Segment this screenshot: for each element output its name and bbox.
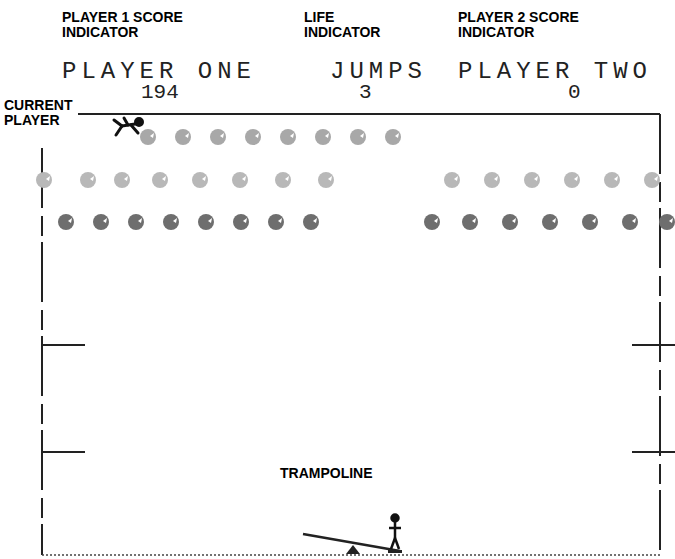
score-value: 0 [568, 82, 581, 103]
balloon-row [36, 172, 660, 188]
annotation-label: PLAYER 2 SCORE INDICATOR [458, 10, 608, 41]
trampoline [303, 534, 402, 554]
ledge [42, 344, 85, 346]
balloon-row [140, 129, 401, 145]
annotation-label: LIFE INDICATOR [304, 10, 404, 41]
floor [42, 554, 660, 556]
balloon-row [58, 214, 675, 230]
top-wall [42, 113, 660, 115]
acrobat-standing [389, 515, 401, 550]
left-wall [41, 148, 43, 555]
ledge [632, 451, 675, 453]
hud-player-name: PLAYER ONE [62, 60, 256, 84]
ledge [632, 344, 675, 346]
annotation-label: TRAMPOLINE [280, 466, 420, 481]
annotation-label: CURRENT PLAYER [2, 98, 78, 129]
lives-value: 3 [359, 82, 372, 103]
hud-player-name: PLAYER TWO [458, 60, 652, 84]
ledge [42, 451, 85, 453]
annotation-label: PLAYER 1 SCORE INDICATOR [62, 10, 212, 41]
score-value: 194 [141, 82, 179, 103]
acrobat-flying [114, 118, 143, 135]
hud-lives-label: JUMPS [330, 60, 427, 84]
